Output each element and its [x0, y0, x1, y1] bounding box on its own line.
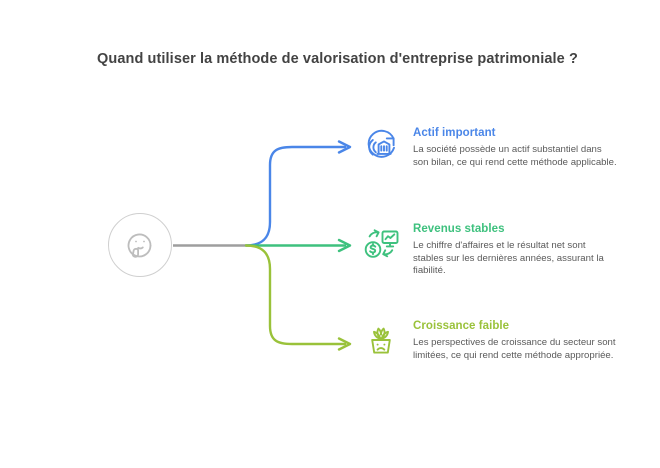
branch-heading-3: Croissance faible: [413, 320, 510, 332]
branch-text-1: Actif important La société possède un ac…: [413, 126, 618, 169]
branch-heading-1: Actif important: [413, 127, 496, 139]
revenue-chart-dollar-cycle-icon: [364, 229, 399, 258]
connector-branch-blue: [244, 145, 347, 247]
branch-item-actif-important: Actif important La société possède un ac…: [358, 126, 618, 196]
connector-branch-olive: [244, 244, 347, 346]
branch-text-3: Croissance faible Les perspectives de cr…: [413, 319, 618, 362]
branch-icon-wrapper-3: [358, 319, 404, 365]
branch-body-2: Le chiffre d'affaires et le résultat net…: [413, 240, 604, 277]
branch-body-1: La société possède un actif substantiel …: [413, 144, 617, 168]
center-node: [108, 213, 172, 277]
branch-text-2: Revenus stables Le chiffre d'affaires et…: [413, 222, 618, 278]
arrowhead-green-icon: [337, 238, 352, 253]
thinking-face-icon: [127, 233, 152, 258]
bank-building-asset-icon: [367, 129, 395, 158]
branch-icon-wrapper-2: [358, 222, 404, 268]
arrowhead-olive-icon: [337, 337, 352, 351]
branch-icon-wrapper-1: [358, 126, 404, 172]
branch-heading-2: Revenus stables: [413, 223, 505, 235]
branch-body-3: Les perspectives de croissance du secteu…: [413, 337, 616, 361]
branch-item-revenus-stables: Revenus stables Le chiffre d'affaires et…: [358, 222, 618, 292]
branch-item-croissance-faible: Croissance faible Les perspectives de cr…: [358, 319, 618, 389]
sad-potted-plant-icon: [371, 327, 391, 354]
page-title: Quand utiliser la méthode de valorisatio…: [97, 51, 578, 67]
arrowhead-blue-icon: [337, 140, 352, 154]
